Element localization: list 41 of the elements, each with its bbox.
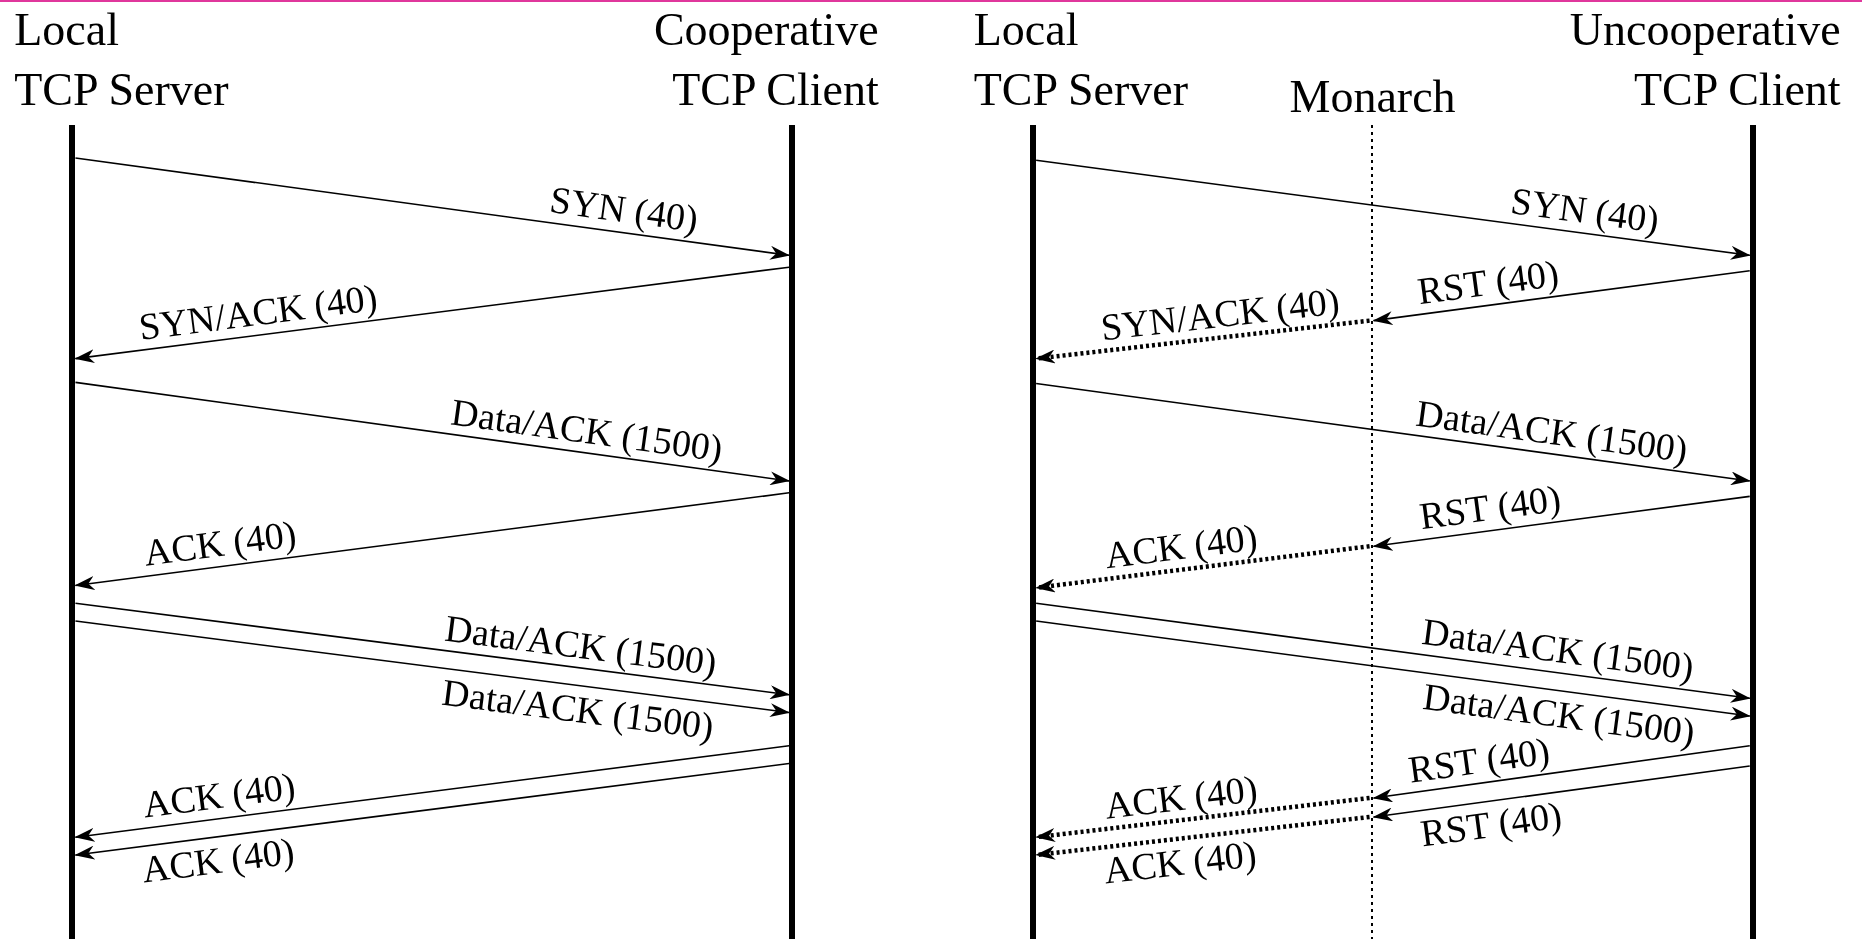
arrow	[74, 157, 791, 260]
edge-label: ACK (40)	[1101, 833, 1259, 891]
edge-label: SYN/ACK (40)	[137, 276, 380, 347]
dotted-arrow	[1035, 814, 1370, 860]
edge-label: ACK (40)	[140, 765, 298, 825]
edge-label: ACK (40)	[141, 513, 299, 573]
arrow	[74, 744, 790, 842]
edge-label: RST (40)	[1416, 478, 1563, 537]
arrow	[1372, 269, 1751, 326]
dotted-arrow	[1035, 544, 1370, 593]
arrow	[74, 762, 790, 860]
arrow	[74, 620, 791, 718]
arrow	[1372, 765, 1751, 822]
edge-label: SYN/ACK (40)	[1098, 280, 1342, 348]
edge-label: ACK (40)	[139, 830, 297, 890]
lifeline-label: Local TCP Server	[973, 3, 1188, 117]
arrow	[1035, 382, 1751, 486]
edge-label: RST (40)	[1417, 795, 1564, 854]
arrow	[74, 492, 790, 590]
arrow	[1372, 744, 1751, 803]
arrow	[74, 602, 791, 700]
edge-label: SYN (40)	[547, 179, 701, 240]
edge-label: Data/ACK (1500)	[1414, 392, 1691, 469]
arrow	[1372, 495, 1751, 551]
lifeline-label: Local TCP Server	[14, 3, 229, 117]
lifeline-label: Monarch	[1289, 69, 1456, 124]
edge-label: RST (40)	[1414, 253, 1561, 312]
lifeline-label: Uncooperative TCP Client	[1569, 3, 1841, 117]
edge-label: ACK (40)	[1102, 767, 1260, 826]
edge-label: ACK (40)	[1102, 517, 1260, 576]
lifeline-label: Cooperative TCP Client	[653, 3, 879, 117]
edge-label: Data/ACK (1500)	[448, 391, 725, 469]
dotted-arrow	[1035, 318, 1370, 364]
arrow	[74, 266, 790, 364]
arrow	[74, 381, 791, 486]
arrow	[1035, 602, 1751, 703]
dotted-arrow	[1035, 795, 1370, 842]
arrow	[1035, 620, 1751, 721]
edge-label: SYN (40)	[1508, 180, 1661, 240]
arrow	[1035, 159, 1751, 260]
edge-label: RST (40)	[1406, 730, 1553, 790]
